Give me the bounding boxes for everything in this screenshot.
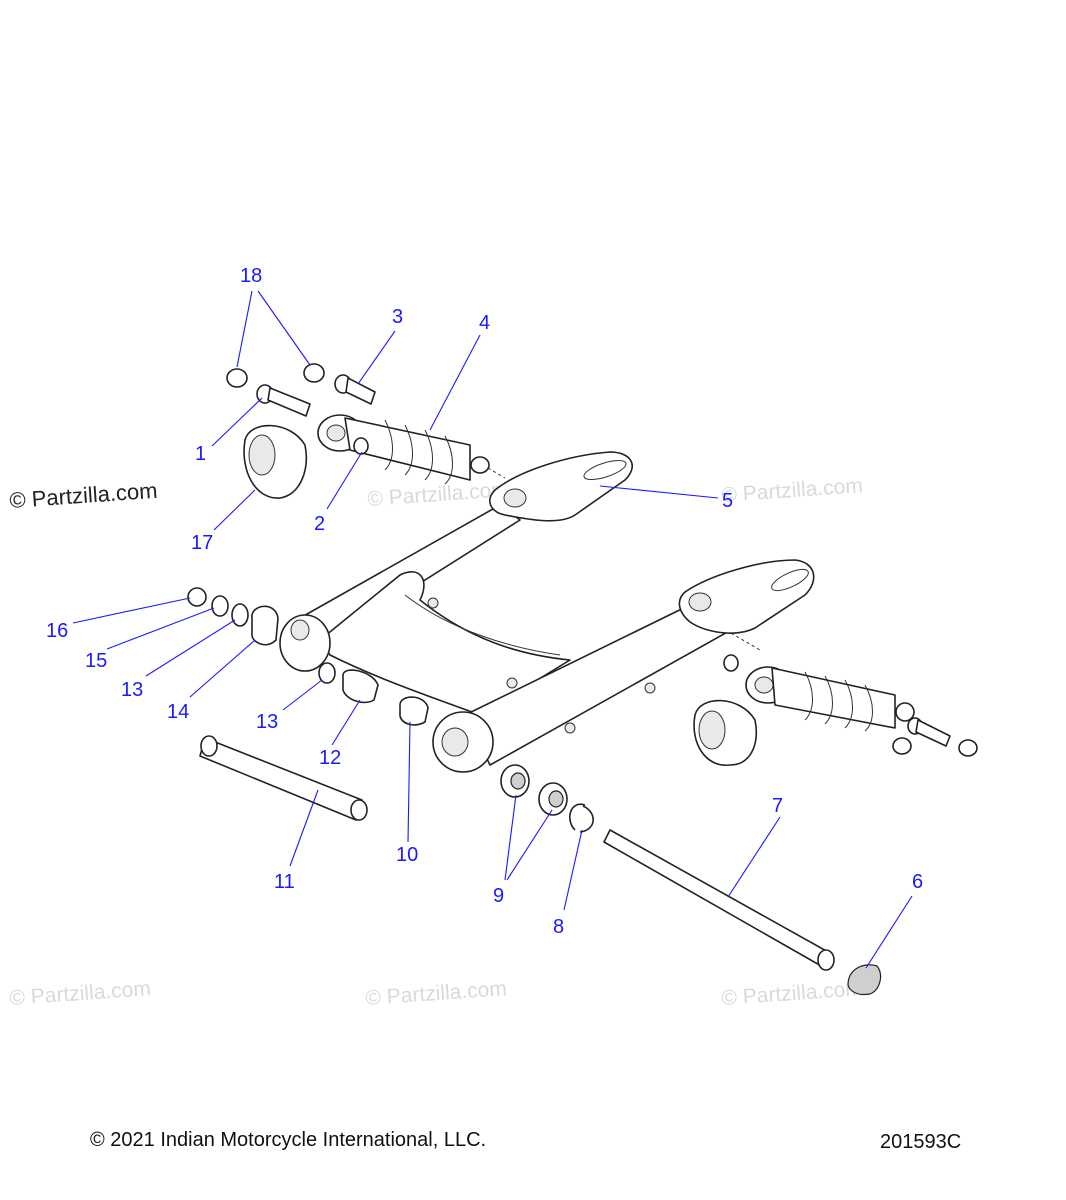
bearing-9a — [500, 764, 530, 798]
callout-8[interactable]: 8 — [553, 916, 564, 938]
sleeve-10 — [399, 696, 429, 726]
callout-7[interactable]: 7 — [772, 795, 783, 817]
callout-12[interactable]: 12 — [319, 747, 341, 769]
callout-1[interactable]: 1 — [195, 443, 206, 465]
shock-absorber-upper — [317, 414, 490, 485]
bumper-lower — [693, 699, 757, 766]
seal-13-lower — [318, 662, 336, 684]
callout-11[interactable]: 11 — [274, 871, 295, 893]
bolt-1 — [256, 384, 311, 417]
alignment-line — [487, 467, 506, 479]
circlip-8 — [569, 803, 594, 833]
bolt-3 — [334, 374, 376, 405]
callout-13-upper[interactable]: 13 — [121, 679, 143, 701]
callout-18[interactable]: 18 — [240, 265, 262, 287]
watermark-main: © Partzilla.com — [9, 478, 159, 513]
watermark-layer: © Partzilla.com © Partzilla.com © Partzi… — [9, 474, 864, 1010]
spacer-18b — [303, 363, 325, 383]
callout-9[interactable]: 9 — [493, 885, 504, 907]
shock-mount-bracket-upper — [489, 451, 633, 522]
pivot-tube-11 — [199, 735, 368, 821]
axle-7 — [603, 829, 835, 971]
callout-14[interactable]: 14 — [167, 701, 189, 723]
diagram-id: 201593C — [880, 1131, 962, 1153]
callout-4[interactable]: 4 — [479, 312, 490, 334]
spacer-lower-b — [958, 739, 978, 757]
washer-15 — [211, 595, 229, 617]
shock-mount-bracket-lower — [678, 559, 815, 634]
copyright-text: © 2021 Indian Motorcycle International, … — [90, 1129, 487, 1151]
callout-15[interactable]: 15 — [85, 650, 107, 672]
bushing-12 — [342, 669, 379, 704]
leader-lines — [72, 290, 913, 969]
washer-2 — [353, 437, 369, 455]
watermark-text: © Partzilla.com — [365, 977, 508, 1010]
cap-6 — [847, 964, 882, 996]
callout-10[interactable]: 10 — [396, 844, 418, 866]
callout-16[interactable]: 16 — [46, 620, 68, 642]
callout-6[interactable]: 6 — [912, 871, 923, 893]
bumper-17 — [243, 424, 307, 499]
callout-5[interactable]: 5 — [722, 490, 733, 512]
watermark-text: © Partzilla.com — [9, 977, 152, 1010]
swingarm-cross-member — [319, 571, 571, 716]
callout-2[interactable]: 2 — [314, 513, 325, 535]
spacer-18a — [226, 368, 248, 388]
callouts: 18 3 4 1 2 5 17 16 15 13 14 13 12 10 11 … — [46, 265, 923, 938]
bolt-lower — [907, 717, 951, 747]
washer-lower — [723, 654, 739, 672]
seal-13-upper — [231, 603, 249, 627]
nut-16 — [187, 587, 207, 607]
watermark-text: © Partzilla.com — [721, 977, 864, 1010]
watermark-text: © Partzilla.com — [367, 478, 510, 511]
callout-13-lower[interactable]: 13 — [256, 711, 278, 733]
spacer-lower-a — [892, 737, 912, 755]
bushing-14 — [251, 605, 279, 646]
watermark-text: © Partzilla.com — [721, 474, 864, 507]
shock-absorber-lower — [745, 666, 915, 732]
swingarm-assembly — [187, 363, 978, 996]
bearing-9b — [538, 782, 568, 816]
callout-17[interactable]: 17 — [191, 532, 213, 554]
callout-3[interactable]: 3 — [392, 306, 403, 328]
